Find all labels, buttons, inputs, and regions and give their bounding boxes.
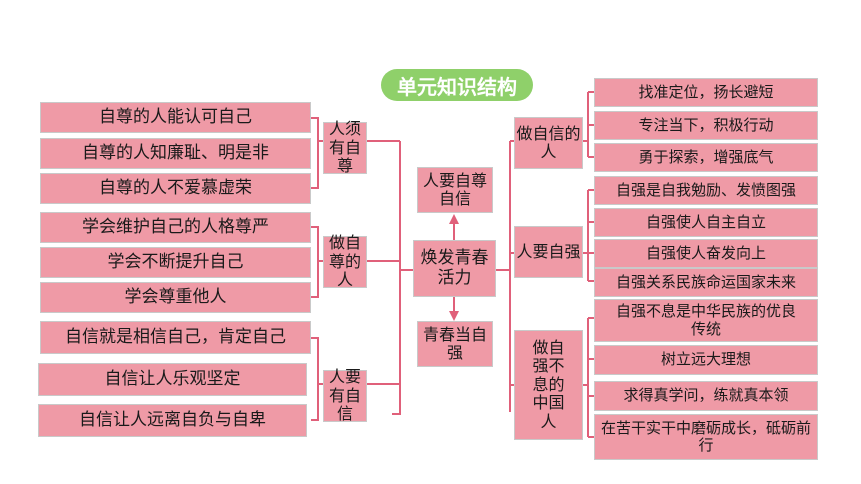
left-leaf-2-1: 学会维护自己的人格尊严 bbox=[40, 212, 311, 243]
leaf-bracket-l1 bbox=[311, 117, 323, 189]
right-leaf-3-3: 求得真学问，练就真本领 bbox=[594, 381, 818, 411]
left-leaf-2-2: 学会不断提升自己 bbox=[40, 247, 311, 278]
spine-left bbox=[392, 141, 401, 415]
arrow-down-head bbox=[449, 311, 459, 321]
left-leaf-1-1: 自尊的人能认可自己 bbox=[40, 102, 311, 133]
center-node: 焕发青春活力 bbox=[413, 240, 496, 297]
left-group-1-label: 人须有自尊 bbox=[323, 120, 367, 175]
left-leaf-3-2: 自信让人乐观坚定 bbox=[38, 363, 307, 396]
right-group-3-label: 做自强不息的中国人 bbox=[514, 330, 583, 440]
right-leaf-2-3: 自强使人奋发向上 bbox=[594, 239, 818, 268]
arrow-up-head bbox=[449, 214, 459, 224]
left-leaf-1-3: 自尊的人不爱慕虚荣 bbox=[40, 173, 311, 204]
right-leaf-2-2: 自强使人自主自立 bbox=[594, 208, 818, 237]
right-leaf-1-3: 勇于探索，增强底气 bbox=[594, 143, 818, 172]
leaf-bracket-r3 bbox=[583, 317, 594, 438]
left-group-3-label: 人要有自信 bbox=[323, 368, 367, 423]
leaf-bracket-r2 bbox=[583, 189, 594, 282]
leaf-bracket-l3 bbox=[311, 337, 323, 421]
diagram-title: 单元知识结构 bbox=[381, 69, 533, 101]
left-leaf-3-1: 自信就是相信自己，肯定自己 bbox=[40, 321, 311, 354]
right-leaf-1-1: 找准定位，扬长避短 bbox=[594, 78, 818, 107]
right-leaf-2-1: 自强是自我勉励、发愤图强 bbox=[594, 176, 818, 205]
right-leaf-2-4: 自强关系民族命运国家未来 bbox=[594, 268, 818, 297]
right-leaf-3-1: 自强不息是中华民族的优良传统 bbox=[594, 299, 818, 342]
left-leaf-3-3: 自信让人远离自负与自卑 bbox=[38, 404, 307, 437]
leaf-bracket-r1 bbox=[583, 91, 594, 158]
right-leaf-3-2: 树立远大理想 bbox=[594, 345, 818, 375]
right-group-1-label: 做自信的人 bbox=[514, 117, 583, 169]
left-leaf-1-2: 自尊的人知廉耻、明是非 bbox=[40, 138, 311, 169]
right-group-2-label: 人要自强 bbox=[514, 226, 583, 278]
right-leaf-3-4: 在苦干实干中磨砺成长，砥砺前行 bbox=[594, 414, 818, 460]
right-leaf-1-2: 专注当下，积极行动 bbox=[594, 111, 818, 140]
left-group-2-label: 做自尊的人 bbox=[323, 234, 367, 289]
left-leaf-2-3: 学会尊重他人 bbox=[40, 282, 311, 313]
top-node: 人要自尊自信 bbox=[417, 167, 493, 213]
bottom-node: 青春当自强 bbox=[417, 321, 493, 367]
leaf-bracket-l2 bbox=[311, 226, 323, 298]
